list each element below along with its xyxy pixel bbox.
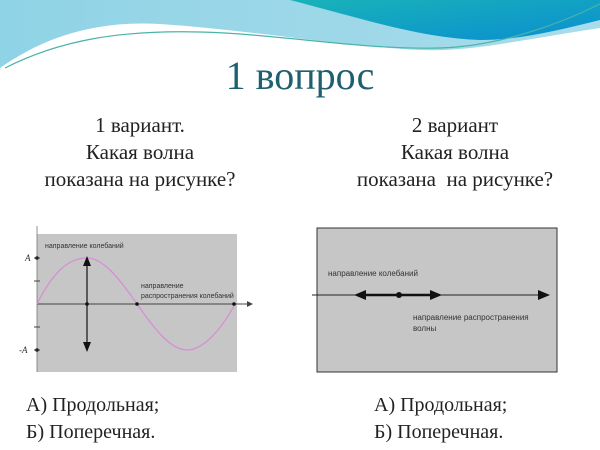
variant-1-question-line-2: показана на рисунке?: [44, 167, 236, 191]
transverse-wave-figure: A -A направление колебаний направление р…: [19, 226, 253, 372]
oscillation-direction-label: направление колебаний: [328, 269, 418, 278]
propagation-direction-label-line-1: направление распространения: [413, 313, 529, 322]
propagation-direction-label-line-2: распространения колебаний: [141, 292, 234, 300]
variant-1-answer-a[interactable]: А) Продольная;: [26, 394, 160, 416]
variant-2-answer-a[interactable]: А) Продольная;: [374, 394, 508, 416]
amplitude-bottom-label: -A: [19, 345, 28, 355]
oscillation-direction-label: направление колебаний: [45, 242, 124, 250]
variant-2-question: 2 вариант Какая волна показана на рисунк…: [330, 112, 580, 193]
variant-1-answer-b[interactable]: Б) Поперечная.: [26, 421, 156, 443]
variant-1-question-line-1: Какая волна: [85, 140, 195, 164]
variant-2-answer-b[interactable]: Б) Поперечная.: [374, 421, 504, 443]
variant-2-question-line-1: Какая волна: [400, 140, 510, 164]
variant-2-label: 2 вариант: [411, 113, 499, 137]
variant-2-question-line-2: показана на рисунке?: [356, 167, 554, 191]
slide-title: 1 вопрос: [225, 53, 375, 98]
variant-1-answers: А) Продольная; Б) Поперечная.: [26, 392, 159, 446]
propagation-direction-label-line-1: направление: [141, 283, 184, 290]
propagation-direction-label-line-2: волны: [413, 324, 437, 333]
variant-1-question: 1 вариант. Какая волна показана на рисун…: [18, 112, 262, 193]
amplitude-top-label: A: [24, 253, 31, 263]
variant-1-label: 1 вариант.: [95, 113, 185, 137]
variant-2-answers: А) Продольная; Б) Поперечная.: [374, 392, 507, 446]
header-wave-banner: [0, 0, 600, 69]
longitudinal-wave-figure: направление колебаний направление распро…: [312, 227, 558, 373]
